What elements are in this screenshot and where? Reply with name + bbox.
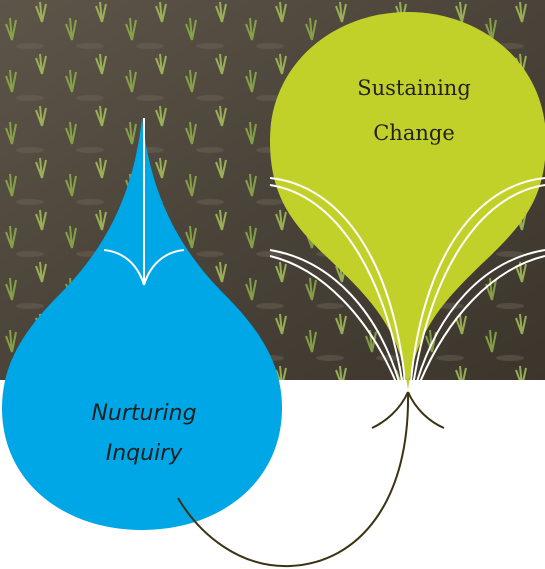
sustaining-label-line1: Sustaining	[357, 76, 471, 100]
sustaining-label-line2: Change	[373, 121, 455, 145]
sustaining-change-drop: Sustaining Change	[270, 12, 545, 390]
nurturing-inquiry-drop: Nurturing Inquiry	[2, 118, 282, 530]
connector-loop	[177, 391, 445, 568]
down-arrow-icon	[103, 118, 185, 286]
nurturing-label-line2: Inquiry	[106, 441, 183, 466]
converging-lines	[269, 177, 545, 393]
nurturing-label-line1: Nurturing	[91, 401, 196, 426]
